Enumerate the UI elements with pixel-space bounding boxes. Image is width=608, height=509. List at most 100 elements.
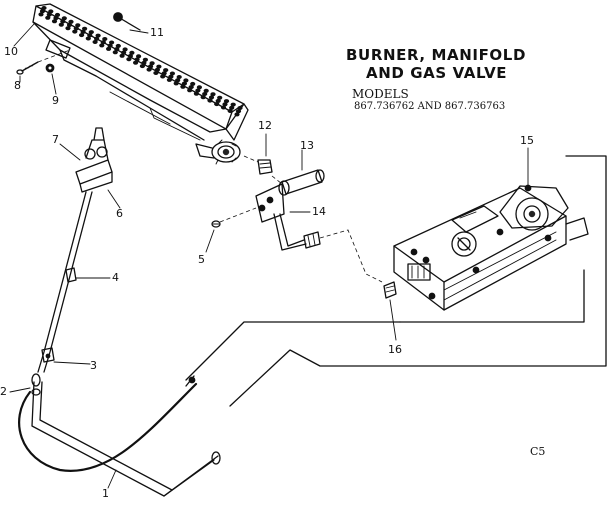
- callout-10: 10: [4, 45, 18, 58]
- callout-13: 13: [300, 139, 314, 152]
- burner-port: [39, 9, 46, 14]
- burner-port: [95, 33, 101, 38]
- burner-port: [38, 12, 44, 17]
- burner-port: [100, 40, 106, 45]
- burner-port: [66, 23, 73, 27]
- burner-port: [48, 9, 54, 14]
- figure-code: C5: [530, 445, 546, 458]
- burner-port: [53, 16, 59, 21]
- burner-port: [176, 75, 182, 79]
- burner-port: [154, 67, 160, 72]
- burner-port: [183, 78, 189, 83]
- fitting-16-part: [383, 281, 397, 299]
- burner-port: [207, 98, 213, 103]
- burner-port: [163, 68, 169, 73]
- burner-port: [126, 57, 132, 62]
- burner-port: [46, 12, 52, 17]
- burner-port: [115, 43, 121, 48]
- burner-port: [94, 36, 100, 41]
- burner-port: [153, 71, 159, 75]
- burner-port: [45, 15, 51, 20]
- washer-9-part: [45, 63, 55, 73]
- thermocouple-lead: [18, 375, 198, 472]
- burner-port: [210, 92, 216, 97]
- title-line-1: BURNER, MANIFOLD: [346, 46, 526, 64]
- burner-port: [200, 95, 206, 100]
- manifold-bracket-14-part: [255, 183, 321, 251]
- burner-port: [72, 29, 78, 34]
- burner-port: [82, 26, 88, 31]
- burner-port: [223, 99, 230, 104]
- burner-port: [214, 102, 220, 107]
- burner-port: [202, 92, 208, 96]
- burner-port: [134, 57, 140, 62]
- burner-port: [234, 112, 240, 117]
- callout-4: 4: [112, 271, 119, 284]
- burner-port: [229, 105, 235, 110]
- callout-6: 6: [116, 207, 123, 220]
- callout-1: 1: [102, 487, 109, 500]
- burner-port: [235, 109, 242, 114]
- screw-8-part: [16, 61, 39, 75]
- callout-9: 9: [52, 94, 59, 107]
- burner-assembly: [32, 3, 249, 141]
- burner-port: [187, 88, 193, 93]
- burner-port: [114, 47, 120, 52]
- burner-port: [196, 85, 202, 90]
- burner-port: [85, 36, 91, 41]
- screw-11-part: [113, 12, 141, 31]
- burner-port: [146, 67, 152, 72]
- burner-port: [112, 50, 118, 55]
- model-numbers: 867.736762 AND 867.736763: [354, 101, 506, 112]
- air-shutter: [195, 139, 241, 165]
- callout-15: 15: [520, 134, 534, 147]
- burner-port: [175, 78, 181, 83]
- pilot-assembly: [75, 127, 113, 193]
- burner-ports: [38, 6, 243, 117]
- burner-port: [142, 57, 148, 62]
- burner-port: [160, 74, 166, 79]
- burner-port: [102, 37, 108, 41]
- burner-port: [60, 19, 66, 24]
- models-heading: MODELS: [352, 87, 409, 101]
- burner-port: [222, 102, 228, 107]
- burner-port: [119, 53, 125, 58]
- orifice-12-part: [243, 155, 273, 175]
- callout-3: 3: [90, 359, 97, 372]
- burner-port: [161, 71, 167, 76]
- screw-5-part: [211, 207, 257, 228]
- burner-port: [148, 64, 154, 69]
- burner-port: [166, 77, 172, 82]
- burner-port: [73, 26, 79, 31]
- callout-8: 8: [14, 79, 21, 92]
- burner-port: [127, 54, 133, 58]
- burner-port: [80, 29, 86, 34]
- callout-11: 11: [150, 26, 164, 39]
- nut-3-part: [41, 347, 55, 363]
- burner-port: [92, 40, 98, 44]
- burner-port: [88, 30, 94, 35]
- burner-port: [180, 84, 186, 89]
- burner-port: [220, 105, 227, 110]
- tube-1-part: [31, 381, 221, 497]
- burner-port: [133, 60, 139, 65]
- nut-4-part: [65, 267, 77, 283]
- burner-port: [203, 88, 209, 93]
- callout-16: 16: [388, 343, 402, 356]
- burner-port: [227, 109, 233, 113]
- callout-7: 7: [52, 133, 59, 146]
- callout-2: 2: [0, 385, 7, 398]
- burner-port: [139, 64, 145, 69]
- burner-port: [54, 12, 61, 17]
- manifold-tube-13-part: [271, 169, 325, 196]
- burner-port: [181, 81, 187, 86]
- burner-port: [129, 50, 135, 55]
- burner-port: [193, 91, 199, 96]
- burner-port: [230, 102, 236, 107]
- burner-port: [208, 95, 215, 100]
- burner-port: [237, 106, 243, 110]
- callout-14: 14: [312, 205, 326, 218]
- burner-port: [190, 81, 196, 86]
- burner-port: [169, 71, 175, 76]
